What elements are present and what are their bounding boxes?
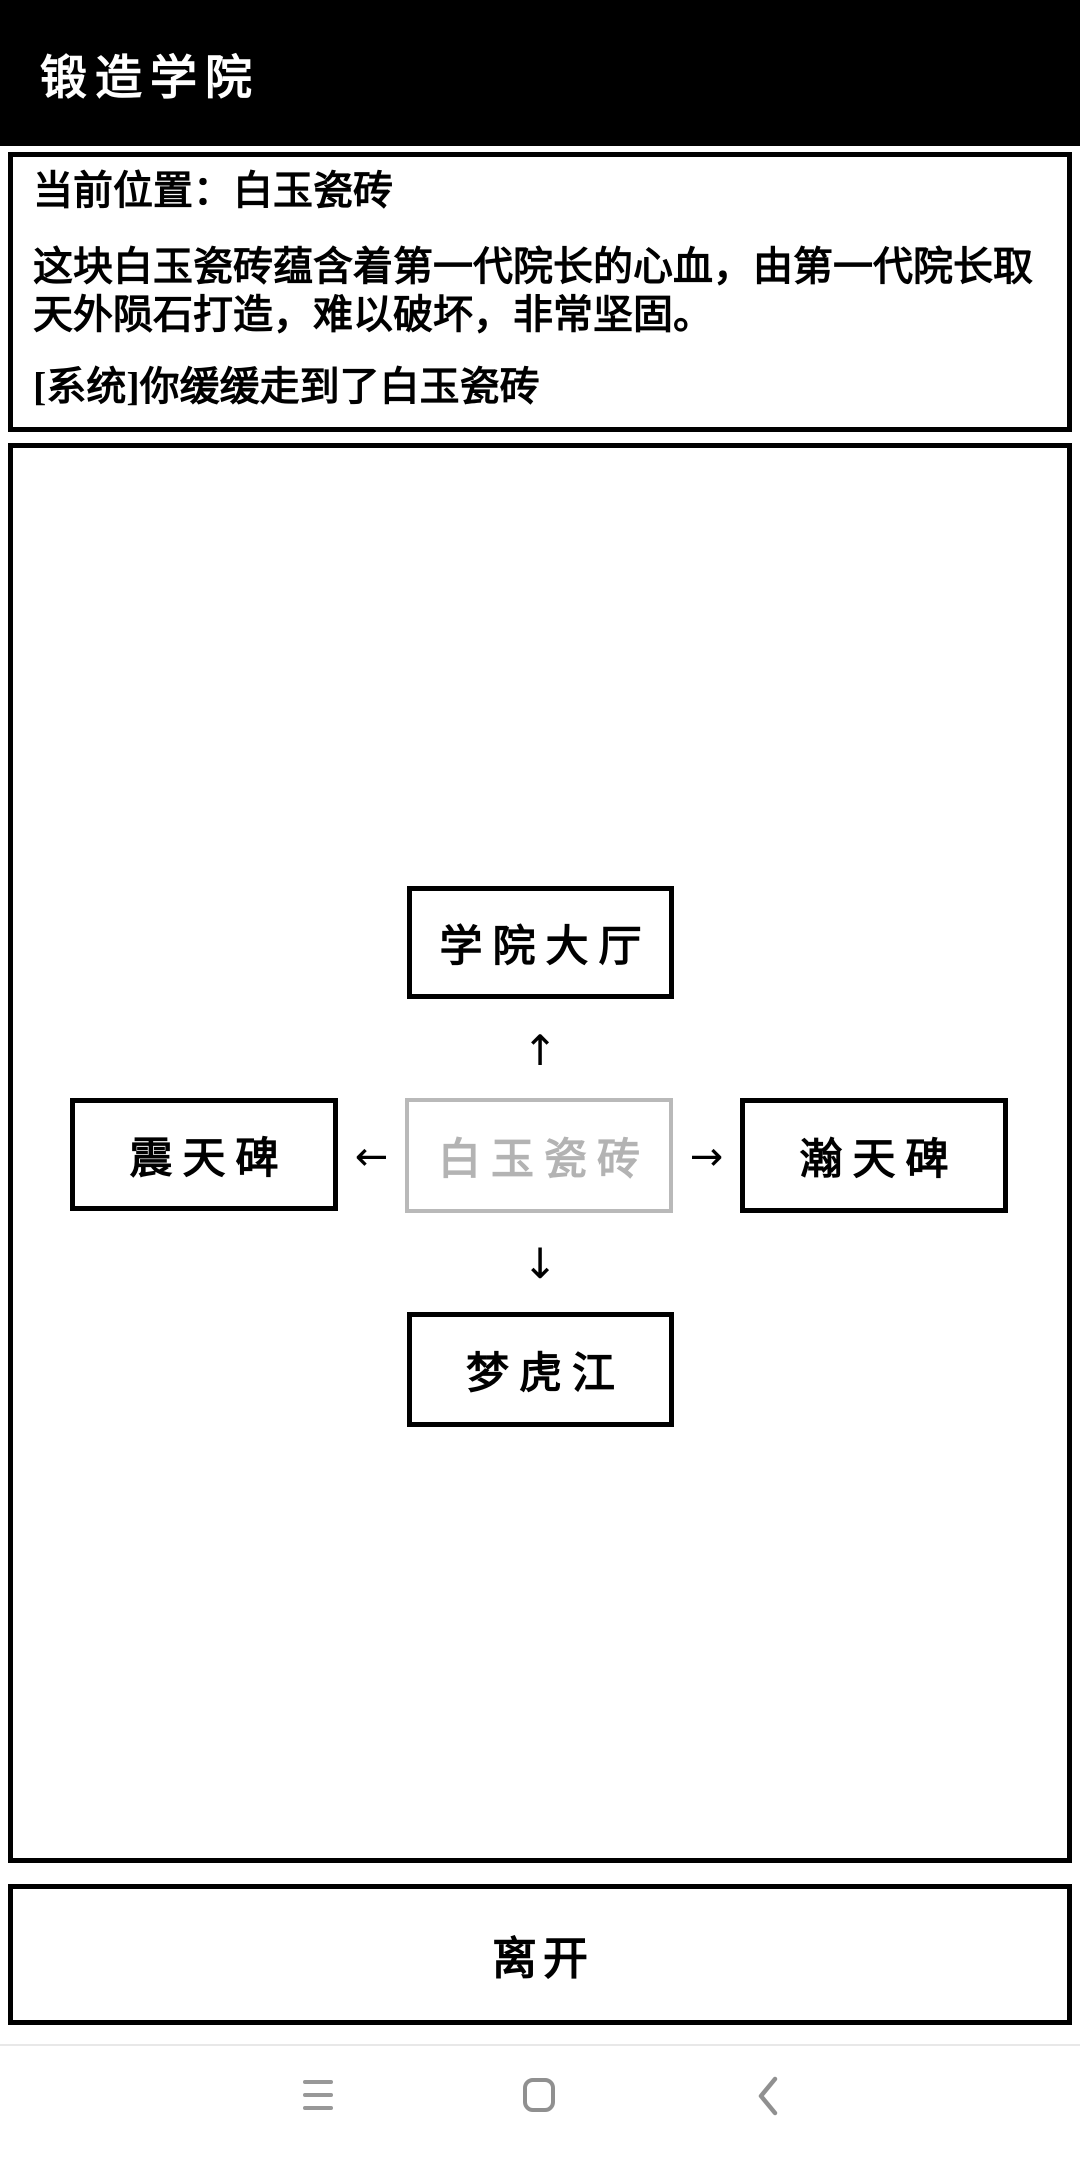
- map-room-west-label: 震天碑: [129, 1135, 289, 1183]
- android-nav-bar: [0, 2046, 1080, 2160]
- map-room-current: 白玉瓷砖: [405, 1098, 673, 1213]
- menu-bar-top: [303, 2080, 333, 2084]
- location-description: 这块白玉瓷砖蕴含着第一代院长的心血，由第一代院长取天外陨石打造，难以破坏，非常坚…: [33, 244, 1033, 337]
- location-info-panel: 当前位置：白玉瓷砖 这块白玉瓷砖蕴含着第一代院长的心血，由第一代院长取天外陨石打…: [8, 152, 1072, 432]
- map-room-north[interactable]: 学院大厅: [407, 886, 674, 999]
- arrow-up-icon: ↑: [522, 1026, 558, 1075]
- menu-bar-middle: [303, 2093, 333, 2097]
- map-room-east-label: 瀚天碑: [799, 1136, 959, 1184]
- leave-button[interactable]: 离开: [8, 1884, 1072, 2025]
- map-room-current-label: 白玉瓷砖: [438, 1136, 650, 1184]
- map-room-west[interactable]: 震天碑: [70, 1098, 338, 1211]
- arrow-right-icon: →: [689, 1134, 724, 1180]
- home-icon[interactable]: [523, 2078, 555, 2112]
- app-header: 锻造学院: [0, 0, 1080, 146]
- system-message: [系统]你缓缓走到了白玉瓷砖: [33, 364, 540, 409]
- arrow-left-icon: ←: [354, 1134, 389, 1180]
- arrow-down-icon: ↓: [522, 1239, 558, 1288]
- map-room-south[interactable]: 梦虎江: [407, 1312, 674, 1427]
- nav-bar-divider: [0, 2044, 1080, 2046]
- menu-bar-bottom: [303, 2106, 333, 2110]
- map-room-east[interactable]: 瀚天碑: [740, 1098, 1008, 1213]
- recents-menu-icon[interactable]: [303, 2080, 333, 2110]
- map-room-north-label: 学院大厅: [439, 923, 652, 971]
- current-location-line: 当前位置：白玉瓷砖: [33, 168, 393, 213]
- leave-button-label: 离开: [491, 1934, 594, 1984]
- back-icon[interactable]: [756, 2076, 780, 2116]
- page-title: 锻造学院: [40, 52, 260, 105]
- map-room-south-label: 梦虎江: [466, 1350, 625, 1398]
